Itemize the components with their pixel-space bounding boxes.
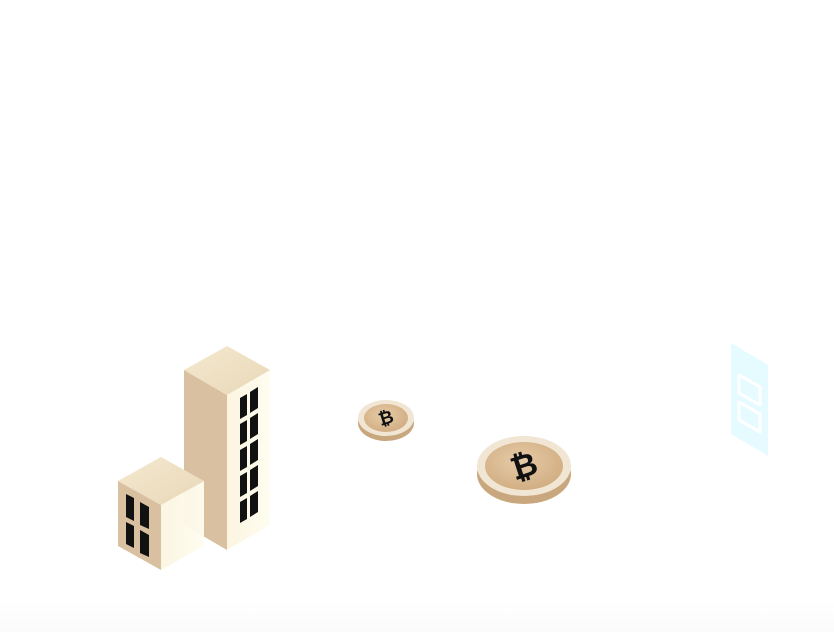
bitcoin-icon: ₿: [376, 406, 396, 431]
short-building: [118, 457, 204, 570]
server-card: [731, 343, 768, 456]
coin-large: ₿: [477, 436, 571, 504]
tall-building-windows: [240, 387, 258, 523]
short-building-windows: [126, 494, 149, 557]
server-icon: [737, 373, 762, 434]
short-building-side: [161, 481, 204, 570]
tall-building-top: [184, 346, 270, 395]
ground-shade: [0, 600, 834, 632]
short-building-top: [118, 457, 204, 505]
tall-building-side: [227, 370, 270, 550]
coin-small: ₿: [358, 400, 414, 441]
